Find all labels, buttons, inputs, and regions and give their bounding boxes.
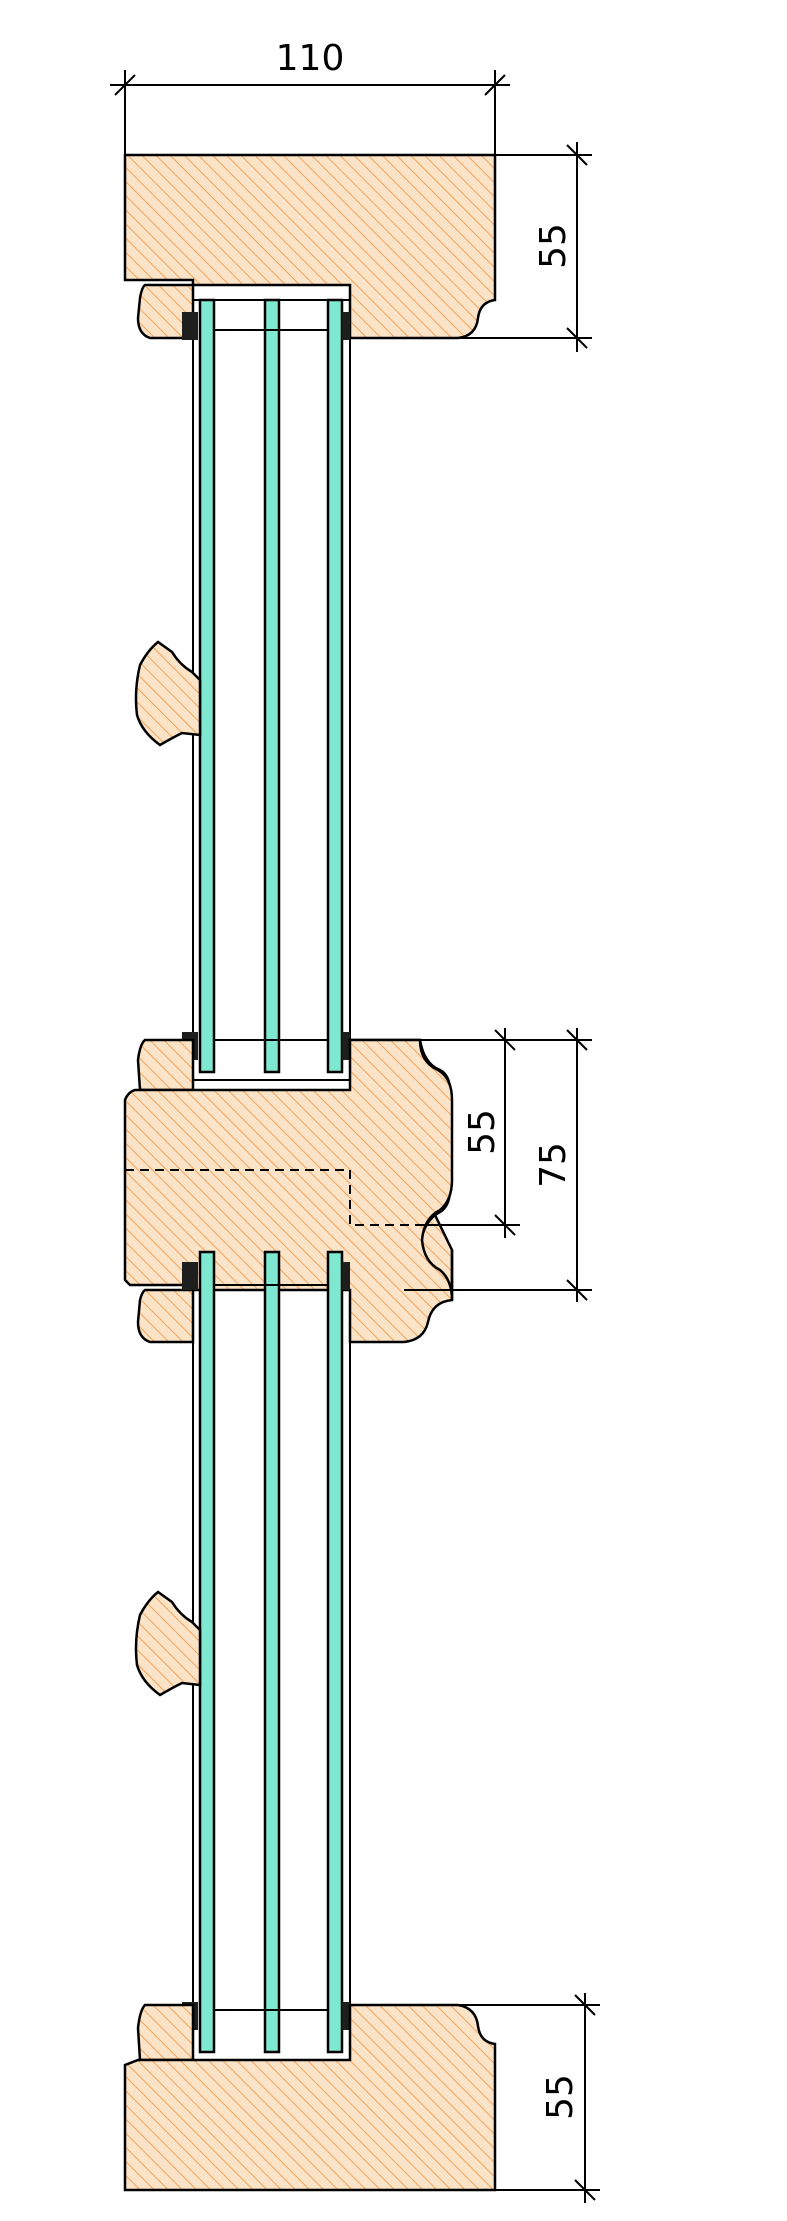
upper-glazing-unit xyxy=(182,298,351,1081)
bottom-frame-rail xyxy=(123,2003,497,2192)
mullion xyxy=(123,1038,454,1344)
dim-mullion-outer: 75 xyxy=(404,1028,592,1302)
top-glazing-bead xyxy=(136,283,195,340)
dim-label-55-top: 55 xyxy=(533,223,574,269)
bottom-glazing-bead xyxy=(136,2003,195,2062)
lower-glazing-unit xyxy=(182,1250,351,2081)
top-frame-rail xyxy=(123,153,497,340)
dim-top-width: 110 xyxy=(110,38,510,155)
gasket-icon xyxy=(182,312,198,340)
lower-handle-knob xyxy=(134,1590,202,1697)
dim-bottom-rail-height: 55 xyxy=(458,1993,600,2203)
dim-label-75: 75 xyxy=(533,1142,574,1188)
upper-handle-knob xyxy=(134,640,202,747)
dim-top-rail-height: 55 xyxy=(458,142,592,352)
dim-mullion-inner: 55 xyxy=(420,1028,520,1238)
dim-label-110: 110 xyxy=(276,38,345,79)
dim-label-55-mullion: 55 xyxy=(462,1109,503,1155)
dim-label-55-bottom: 55 xyxy=(540,2074,581,2120)
